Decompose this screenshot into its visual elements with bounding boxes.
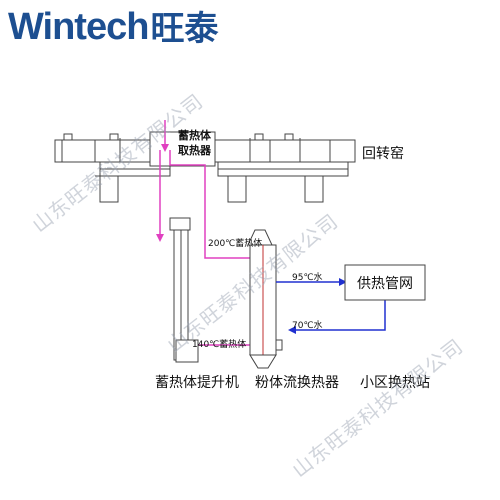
arrow-head <box>339 278 347 286</box>
logo-chinese: 旺泰 <box>150 9 219 49</box>
powder-flow-heat-exchanger <box>247 229 283 369</box>
heating-network-box <box>344 264 426 301</box>
water-95-label: 95℃水 <box>292 273 323 283</box>
company-logo: Wintech 旺泰 <box>8 8 218 46</box>
substation-label: 小区换热站 <box>360 375 430 391</box>
exchanger-label: 粉体流换热器 <box>255 375 339 391</box>
flow-140-label: 140℃蓄热体 <box>192 340 247 350</box>
water-flow-lines <box>276 281 386 331</box>
elevator-label: 蓄热体提升机 <box>155 375 239 391</box>
rotary-kiln <box>54 131 356 203</box>
flow-200-label: 200℃蓄热体 <box>208 239 263 249</box>
extractor-label-line1: 蓄热体 <box>178 129 211 142</box>
regenerator-elevator <box>169 217 199 363</box>
heating-network-label: 供热管网 <box>357 276 413 292</box>
arrow-head <box>161 144 169 152</box>
kiln-label: 回转窑 <box>362 146 404 162</box>
logo-latin: Wintech <box>8 6 149 48</box>
regenerator-flow-lines <box>159 120 250 346</box>
arrow-head <box>288 326 296 334</box>
arrow-head <box>156 234 164 242</box>
extractor-label-line2: 取热器 <box>178 144 211 157</box>
water-70-label: 70℃水 <box>292 321 323 331</box>
